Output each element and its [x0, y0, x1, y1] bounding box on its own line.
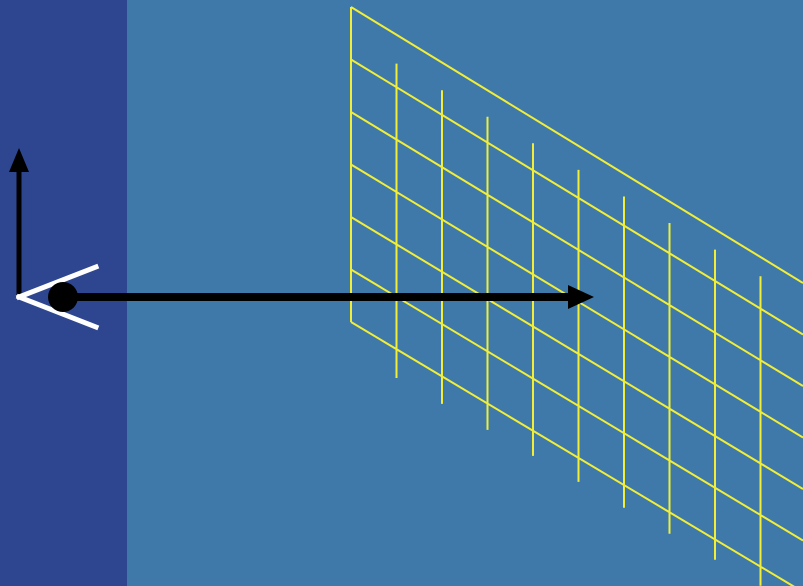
grid-row-line	[350, 321, 795, 586]
grid-row-line	[350, 58, 803, 336]
up-arrow-head	[9, 148, 29, 172]
grid-row-line	[350, 216, 803, 490]
view-direction-arrow-head	[568, 285, 594, 309]
eye-lower-line	[15, 293, 100, 331]
grid-row-line	[350, 111, 803, 387]
view-direction-arrow-icon	[62, 285, 594, 309]
eye-icon	[15, 263, 100, 331]
eye-upper-line	[15, 263, 100, 301]
grid-row-line	[350, 268, 803, 542]
eye-pupil	[48, 282, 78, 312]
up-arrow-icon	[9, 148, 29, 298]
grid-row-line	[350, 6, 803, 284]
